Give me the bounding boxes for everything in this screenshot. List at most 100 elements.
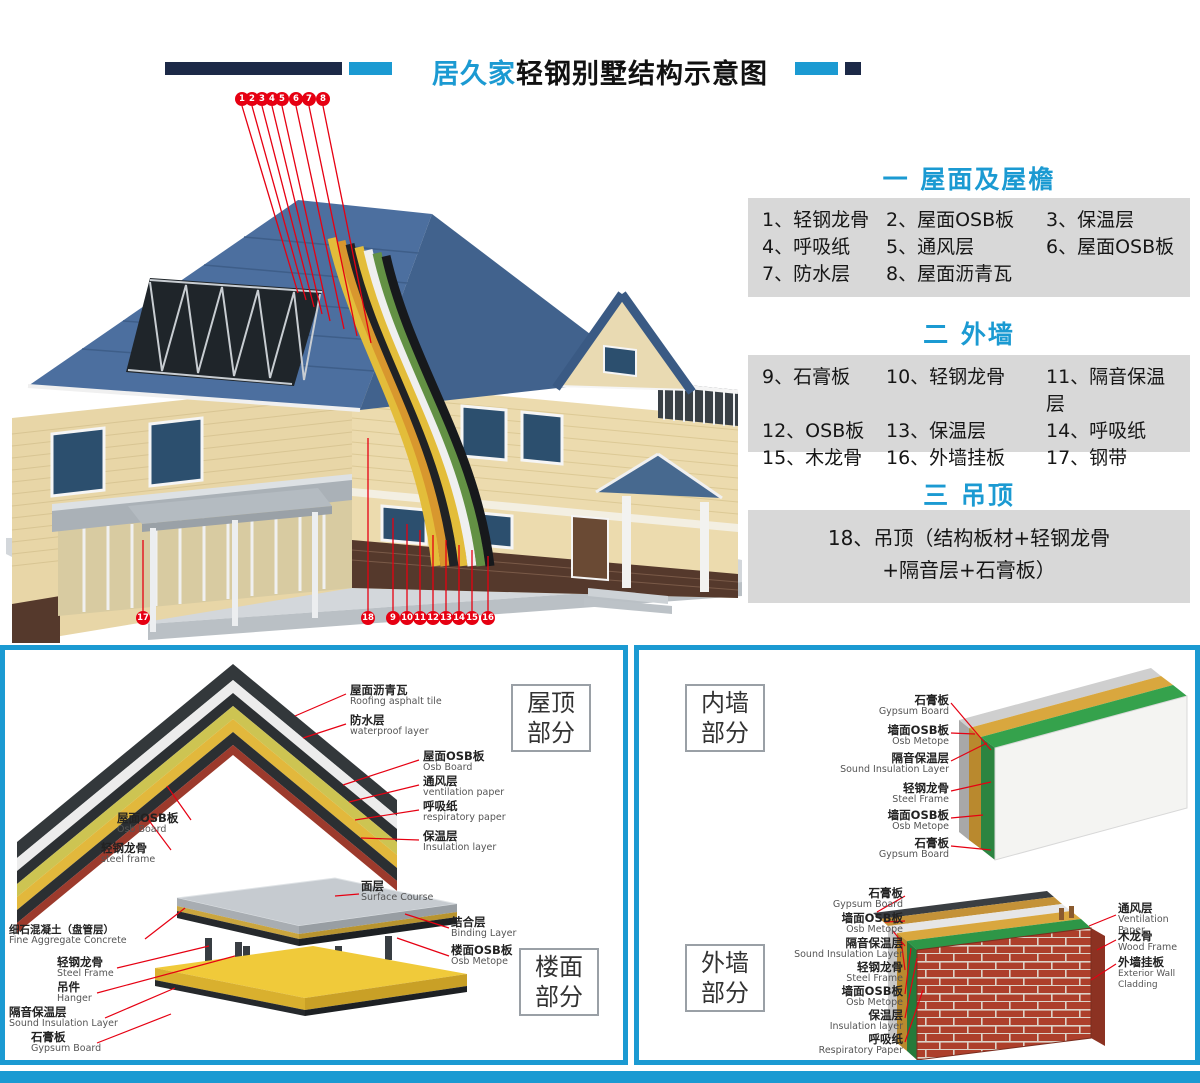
- label-en: Gypsum Board: [31, 1043, 102, 1055]
- label-en: Surface Course: [361, 892, 434, 904]
- label-zh: 轻钢龙骨: [903, 781, 949, 795]
- panel-leader-lines: [96, 693, 450, 1044]
- label-binding-layer: 结合层 Binding Layer: [451, 915, 571, 940]
- floor-layer-stack: [155, 877, 467, 1016]
- label-zh: 呼吸纸: [423, 799, 458, 813]
- label-zh: 吊件: [57, 980, 80, 994]
- label-en: Sound Insulation Layer: [794, 949, 903, 961]
- label-outer-osb-metope-2: 墙面OSB板 Osb Metope: [788, 984, 903, 1009]
- label-zh: 面层: [361, 879, 384, 893]
- label-en: Wood Frame: [1118, 942, 1178, 954]
- header-decor-bar-left-cyan: [349, 62, 392, 75]
- canopy: [128, 488, 332, 632]
- floor-section-box: 楼面 部分: [519, 948, 599, 1016]
- label-ventilation-layer: 通风层 ventilation paper: [423, 774, 543, 799]
- wall-panel: 内墙 部分 外墙 部分 石膏板 Gypsum Board 墙面OSB板 Osb …: [634, 645, 1200, 1065]
- wall-panel-svg: [873, 668, 1188, 1060]
- legend-item: 3、保温层: [1046, 209, 1135, 231]
- porch: [584, 452, 723, 614]
- label-roof-osb-board-left: 屋面OSB板 Osb Board: [117, 811, 237, 836]
- label-en: Exterior Wall Cladding: [1118, 969, 1176, 990]
- roof-cutaway: [126, 278, 322, 386]
- label-inner-sound-insulation: 隔音保温层 Sound Insulation Layer: [824, 751, 949, 776]
- label-zh: 轻钢龙骨: [57, 955, 103, 969]
- roof-floor-panel: 屋顶 部分 楼面 部分 屋面沥青瓦 Roofing asphalt tile 防…: [0, 645, 628, 1065]
- secbox-line: 楼面: [535, 953, 583, 981]
- callout-14: 14: [452, 611, 466, 625]
- label-zh: 外墙挂板: [1118, 955, 1164, 969]
- label-respiratory-paper: 呼吸纸 respiratory paper: [423, 799, 543, 824]
- label-en: Insulation layer: [423, 842, 497, 854]
- roof-floor-panel-svg: [17, 664, 467, 1044]
- label-en: ventilation paper: [423, 787, 505, 799]
- label-sound-insulation-layer-floor: 隔音保温层 Sound Insulation Layer: [9, 1005, 145, 1030]
- legend-item: 17、钢带: [1046, 447, 1128, 469]
- header-decor-bar-left-navy: [165, 62, 342, 75]
- label-surface-course: 面层 Surface Course: [361, 879, 481, 904]
- legend-item: 1、轻钢龙骨: [762, 209, 870, 231]
- label-zh: 楼面OSB板: [451, 943, 513, 957]
- secbox-line: 部分: [701, 979, 749, 1007]
- label-inner-osb-metope-2: 墙面OSB板 Osb Metope: [824, 808, 949, 833]
- inner-wall-section-box: 内墙 部分: [685, 684, 765, 752]
- legend-item: 4、呼吸纸: [762, 236, 851, 258]
- label-en: Respiratory Paper: [818, 1045, 903, 1057]
- inner-wall-stack: [959, 668, 1188, 861]
- label-inner-steel-frame: 轻钢龙骨 Steel Frame: [824, 781, 949, 806]
- label-zh: 通风层: [1118, 901, 1153, 915]
- outer-wall-stack: [873, 891, 1105, 1060]
- label-zh: 细石混凝土（盘管层）: [9, 924, 114, 936]
- label-en: Steel Frame: [892, 794, 949, 806]
- label-zh: 石膏板: [914, 836, 950, 850]
- house-illustration-svg: [6, 105, 742, 643]
- label-en: Ventilation Paper: [1118, 914, 1169, 937]
- label-fine-aggregate-concrete: 细石混凝土（盘管层） Fine Aggregate Concrete: [9, 924, 145, 947]
- label-zh: 呼吸纸: [868, 1032, 904, 1046]
- legend-item: 10、轻钢龙骨: [886, 366, 1006, 388]
- label-outer-osb-metope-1: 墙面OSB板 Osb Metope: [788, 911, 903, 936]
- legend-row: 12、OSB板 13、保温层 14、呼吸纸: [762, 418, 1176, 445]
- label-zh: 保温层: [868, 1008, 904, 1022]
- label-en: waterproof layer: [350, 726, 429, 738]
- label-zh: 石膏板: [914, 693, 950, 707]
- callout-11: 11: [413, 611, 427, 625]
- label-en: Insulation layer: [829, 1021, 903, 1033]
- label-outer-sound-insulation: 隔音保温层 Sound Insulation Layer: [788, 936, 904, 961]
- callout-15: 15: [465, 611, 479, 625]
- label-en: steel frame: [101, 854, 156, 866]
- legend-item: 18、吊顶（结构板材+轻钢龙骨: [827, 526, 1111, 550]
- legend-heading-wall: 二 外墙: [923, 320, 1015, 349]
- header-decor-bar-right-cyan: [795, 62, 838, 75]
- legend-item: 15、木龙骨: [762, 447, 863, 469]
- legend-item: 5、通风层: [886, 236, 975, 258]
- label-outer-insulation-layer: 保温层 Insulation layer: [788, 1008, 904, 1033]
- label-zh: 结合层: [451, 915, 486, 929]
- legend-heading-roof: 一 屋面及屋檐: [882, 165, 1056, 194]
- legend-row: 15、木龙骨 16、外墙挂板 17、钢带: [762, 445, 1176, 472]
- label-zh: 防水层: [350, 713, 385, 727]
- label-en: Steel Frame: [57, 968, 114, 980]
- label-zh: 轻钢龙骨: [101, 841, 147, 855]
- outer-wall-section-box: 外墙 部分: [685, 944, 765, 1012]
- secbox-line: 内墙: [701, 689, 749, 717]
- label-zh: 石膏板: [31, 1030, 66, 1044]
- label-en: Osb Metope: [846, 997, 903, 1009]
- callout-17: 17: [136, 611, 150, 625]
- label-en: Roofing asphalt tile: [350, 696, 442, 708]
- legend-item: 6、屋面OSB板: [1046, 236, 1175, 258]
- label-outer-steel-frame: 轻钢龙骨 Steel Frame: [788, 960, 903, 985]
- legend-item: 16、外墙挂板: [886, 447, 1006, 469]
- label-waterproof-layer: 防水层 waterproof layer: [350, 713, 470, 738]
- label-zh: 隔音保温层: [845, 936, 904, 950]
- legend-row: 7、防水层 8、屋面沥青瓦: [762, 261, 1176, 288]
- label-en: Osb Metope: [892, 736, 949, 748]
- label-zh: 墙面OSB板: [841, 984, 903, 998]
- entry-door: [571, 514, 609, 582]
- label-zh: 墙面OSB板: [887, 723, 949, 737]
- legend-item: 13、保温层: [886, 420, 987, 442]
- label-roof-osb-board: 屋面OSB板 Osb Board: [423, 749, 543, 774]
- callout-7: 7: [302, 92, 316, 106]
- header-decor-bar-right-navy: [845, 62, 861, 75]
- callout-8: 8: [316, 92, 330, 106]
